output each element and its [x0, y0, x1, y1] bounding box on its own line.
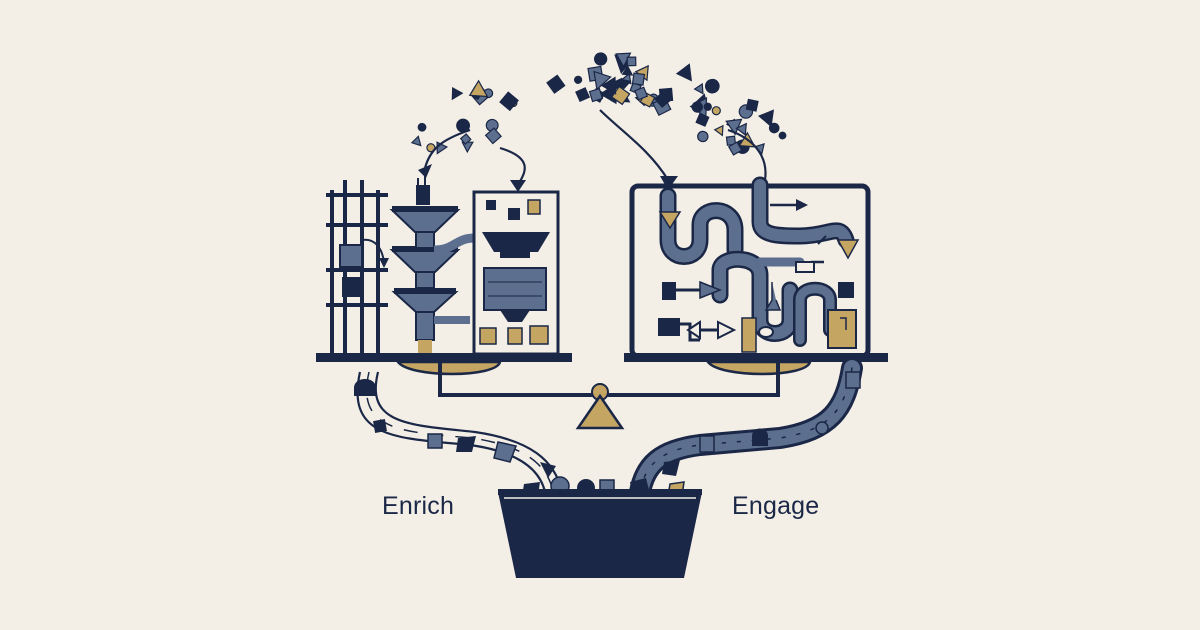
data-piece	[745, 98, 759, 112]
data-piece	[703, 102, 712, 111]
data-piece	[546, 74, 566, 94]
cabinet-hopper	[482, 232, 550, 252]
balance-fulcrum-icon	[438, 362, 780, 430]
arrowhead-right-icon	[660, 176, 678, 190]
data-piece	[468, 79, 489, 98]
filter-tower-icon	[389, 172, 461, 354]
data-piece	[484, 127, 502, 145]
data-piece	[575, 87, 591, 103]
data-piece	[778, 131, 787, 140]
data-piece	[711, 106, 721, 116]
enrich-label: Enrich	[382, 492, 455, 520]
left-conveyor-pieces	[354, 379, 556, 478]
right-machine	[624, 176, 888, 376]
right-return-pipe	[629, 357, 863, 503]
collection-bucket-icon	[498, 476, 702, 578]
data-piece	[695, 112, 710, 127]
data-piece	[600, 76, 617, 95]
data-piece	[620, 78, 632, 90]
left-platform	[316, 353, 572, 362]
arrow-curve-left	[423, 128, 471, 169]
data-piece	[574, 75, 583, 84]
data-piece	[451, 86, 464, 101]
data-piece	[426, 143, 436, 153]
right-platform	[624, 353, 888, 362]
data-piece	[593, 70, 612, 91]
data-piece	[758, 109, 775, 128]
left-conveyor	[356, 371, 564, 493]
left-machine	[316, 172, 572, 376]
arrowhead-center-icon	[510, 180, 526, 192]
data-piece	[499, 91, 519, 112]
right-pipe-pieces	[662, 371, 861, 476]
data-piece	[693, 82, 704, 95]
data-piece	[459, 133, 472, 145]
arrowhead-left-icon	[418, 164, 432, 178]
data-piece	[697, 130, 709, 143]
data-piece	[588, 87, 604, 103]
incoming-arrows	[423, 109, 767, 187]
data-piece	[713, 124, 724, 137]
engage-label: Engage	[732, 492, 820, 520]
scaffold-block-1	[339, 244, 363, 268]
data-piece	[691, 101, 703, 113]
pipe-network-icon	[659, 176, 855, 347]
data-piece	[654, 90, 672, 109]
data-piece	[417, 122, 427, 132]
data-piece	[631, 72, 646, 86]
data-piece	[626, 56, 637, 67]
data-piece	[594, 52, 608, 66]
data-piece	[410, 135, 422, 147]
arrow-curve-right	[727, 128, 767, 181]
data-piece	[735, 122, 747, 137]
data-piece	[704, 78, 720, 94]
scaffold-tower	[326, 180, 388, 355]
data-piece	[675, 63, 693, 82]
arrow-curve-center-right	[599, 109, 669, 181]
data-piece	[621, 65, 634, 76]
scattered-data-pieces	[410, 52, 787, 156]
data-piece	[634, 86, 649, 101]
scaffold-block-2	[342, 277, 362, 297]
